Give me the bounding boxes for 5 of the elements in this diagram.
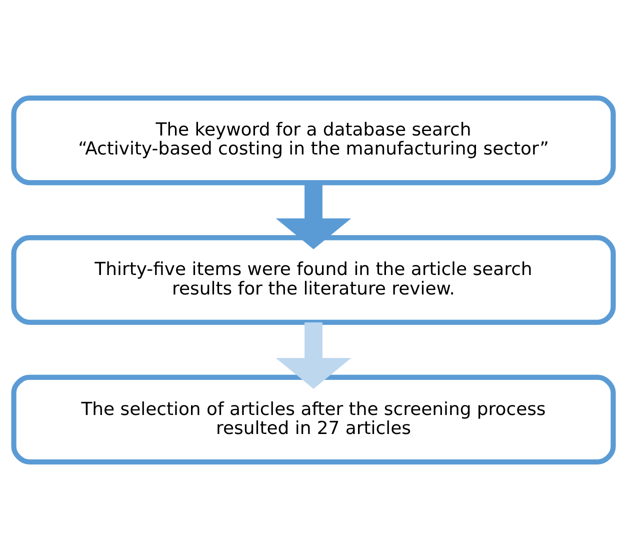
arrow [276, 322, 352, 389]
node-box: Thirty-five items were found in the article search results for the literature review. [11, 235, 616, 325]
node-box: The selection of articles after the screening process resulted in 27 articles [11, 374, 616, 464]
arrow [276, 182, 352, 250]
node-box: The keyword for a database search “Activity-based costing in the manufacturing sector” [11, 96, 616, 186]
